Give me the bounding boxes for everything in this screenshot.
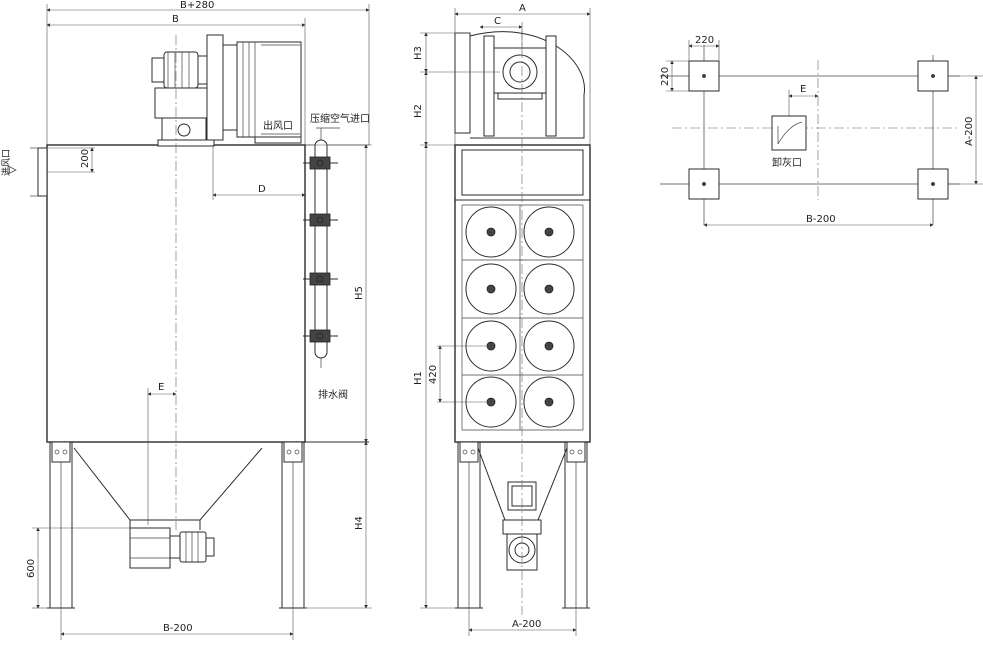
dim-h5: H5 [305, 144, 372, 443]
fan-motor-assembly: 出风口 [151, 34, 302, 147]
label-outlet: 出风口 [263, 119, 293, 132]
dim-h4: H4 [304, 441, 372, 609]
support-legs [47, 441, 307, 609]
foundation-pad [688, 168, 720, 200]
air-inlet: 200 进风口 [1, 147, 95, 197]
filter-cartridge [465, 263, 517, 315]
dim-420: 420 [428, 345, 491, 403]
dim-420-label: 420 [428, 365, 439, 384]
dim-e-plan: E [788, 84, 819, 116]
label-drain-valve: 排水阀 [318, 388, 348, 401]
dim-e-front: E [147, 382, 177, 525]
plan-view: 220 220 E 卸灰口 A-200 [660, 35, 983, 227]
inlet-arrow-icon [7, 165, 17, 175]
dim-a-minus-200-label: A-200 [512, 619, 541, 630]
dim-h3-label: H3 [413, 46, 424, 60]
dim-b: B [46, 14, 306, 145]
label-discharge: 卸灰口 [772, 156, 802, 169]
dim-220-height: 220 [660, 60, 689, 92]
foundation-pad [688, 60, 720, 92]
dim-a-minus-200-plan: A-200 [948, 75, 983, 185]
filter-cartridge [523, 320, 575, 372]
dim-b-plus-280-label: B+280 [180, 0, 214, 11]
dim-a-label: A [519, 3, 526, 14]
filter-cartridge [523, 376, 575, 428]
compressed-air-manifold: 压缩空气进口 排水阀 [303, 112, 370, 401]
foundation-pad [917, 168, 949, 200]
dim-b-label: B [172, 14, 179, 25]
dim-a-minus-200-plan-label: A-200 [964, 117, 975, 146]
dim-h1: H1 [413, 144, 458, 609]
label-inlet: 进风口 [1, 149, 12, 176]
dim-b-minus-200-front-label: B-200 [163, 623, 193, 634]
dim-h2-label: H2 [413, 104, 424, 118]
dim-h1-label: H1 [413, 371, 424, 385]
dust-hopper [73, 447, 263, 530]
foundation-pad [917, 60, 949, 92]
dim-a-minus-200: A-200 [468, 608, 577, 636]
dim-d: D [212, 145, 306, 200]
filter-cartridge [465, 206, 517, 258]
dim-b-minus-200-plan-label: B-200 [806, 214, 836, 225]
discharge-valve-motor [129, 527, 215, 569]
pulse-valve [303, 272, 338, 286]
dim-c-label: C [494, 16, 501, 27]
side-fan [454, 31, 585, 139]
dim-h5-label: H5 [354, 286, 365, 300]
filter-cartridge [523, 206, 575, 258]
side-plenum [454, 144, 591, 201]
dim-b-minus-200-plan: B-200 [703, 214, 934, 227]
dim-220-height-label: 220 [660, 67, 671, 86]
dim-e-plan-label: E [800, 84, 806, 95]
dim-e-front-label: E [158, 382, 164, 393]
dim-220-width-label: 220 [695, 35, 714, 46]
front-view: B+280 B 200 进风口 [1, 0, 372, 640]
dim-220-width: 220 [688, 35, 720, 61]
dim-600: 600 [26, 527, 130, 609]
dim-b-plus-280: B+280 [46, 0, 370, 145]
pulse-valve [303, 156, 338, 170]
label-compressed-air: 压缩空气进口 [310, 112, 370, 125]
dim-h4-label: H4 [354, 516, 365, 530]
dim-b-minus-200-front: B-200 [60, 608, 294, 640]
pulse-valve [303, 213, 338, 227]
side-hopper [477, 447, 568, 571]
side-body [454, 144, 591, 443]
pulse-valve [303, 329, 338, 343]
discharge-outlet: 卸灰口 [771, 115, 807, 169]
dim-600-label: 600 [26, 559, 37, 578]
dim-d-label: D [258, 184, 266, 195]
filter-cartridge [523, 263, 575, 315]
side-view: A C H3 H2 [413, 3, 591, 636]
dim-inlet-200: 200 [80, 149, 91, 168]
filter-cartridges [461, 204, 584, 431]
